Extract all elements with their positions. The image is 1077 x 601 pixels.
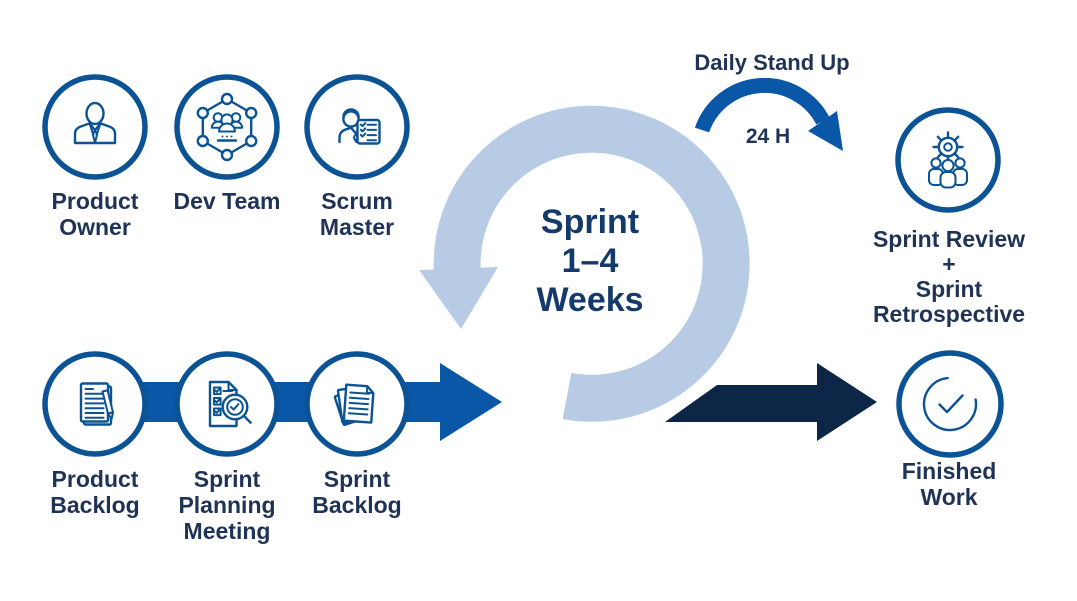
label-line: Daily Stand Up xyxy=(694,50,850,75)
label-line: Work xyxy=(920,484,978,510)
arc-arrowhead xyxy=(808,111,843,151)
sprint-review-node xyxy=(895,107,1001,213)
label-line: Sprint xyxy=(193,466,261,492)
label-line: + xyxy=(942,251,956,277)
checklist-magnifier-icon xyxy=(208,380,252,428)
sprint-backlog-node xyxy=(304,351,410,457)
gear-team-icon xyxy=(928,131,968,189)
sprint-planning-label: Sprint Planning Meeting xyxy=(178,466,275,544)
person-suit-icon xyxy=(73,101,117,145)
daily-standup-label: Daily Stand Up xyxy=(694,50,849,76)
label-line: Dev Team xyxy=(173,188,281,214)
label-line: Meeting xyxy=(183,518,271,544)
stacked-documents-icon xyxy=(333,383,375,427)
finished-work-label: Finished Work xyxy=(902,458,997,510)
sprint-loop-arrowhead xyxy=(419,267,498,329)
product-backlog-node xyxy=(42,351,148,457)
label-line: Finished xyxy=(901,458,997,484)
label-line: Scrum xyxy=(321,188,393,214)
label-line: Backlog xyxy=(50,492,140,518)
label-line: Sprint Review xyxy=(872,226,1026,252)
sprint-review-label: Sprint Review + Sprint Retrospective xyxy=(873,227,1025,327)
label-line: Sprint xyxy=(323,466,391,492)
product-owner-label: Product Owner xyxy=(52,188,139,240)
label-line: Product xyxy=(51,188,139,214)
label-line: Retrospective xyxy=(872,301,1026,327)
check-circle-icon xyxy=(922,376,978,432)
document-pencil-icon xyxy=(79,382,114,426)
product-backlog-label: Product Backlog xyxy=(50,466,139,518)
label-line: Weeks xyxy=(536,281,644,319)
label-line: Backlog xyxy=(312,492,402,518)
label-line: Product xyxy=(51,466,139,492)
clockwise-arc-arrow xyxy=(694,77,843,151)
dev-team-node xyxy=(174,74,280,180)
daily-standup-interval: 24 H xyxy=(746,124,790,150)
scrum-master-label: Scrum Master xyxy=(320,188,394,240)
product-owner-node xyxy=(42,74,148,180)
label-line: Master xyxy=(319,214,395,240)
label-line: Sprint xyxy=(915,276,983,302)
sprint-loop-arrow xyxy=(419,105,750,422)
finished-work-node xyxy=(896,350,1004,458)
finished-work-circle xyxy=(896,350,1004,458)
network-team-icon xyxy=(196,92,258,162)
label-line: 1–4 xyxy=(561,242,619,280)
product-owner-circle xyxy=(42,74,148,180)
flow-arrow xyxy=(95,363,502,441)
label-line: Planning xyxy=(178,492,276,518)
scrum-master-node xyxy=(304,74,410,180)
sprint-backlog-label: Sprint Backlog xyxy=(312,466,401,518)
dev-team-label: Dev Team xyxy=(174,188,281,214)
label-line: Owner xyxy=(59,214,131,240)
sprint-cycle-label: Sprint 1–4 Weeks xyxy=(536,203,643,320)
label-line: 24 H xyxy=(745,125,791,148)
person-checklist-icon xyxy=(338,108,381,145)
sprint-planning-node xyxy=(174,351,280,457)
handoff-arrow xyxy=(665,363,877,441)
label-line: Sprint xyxy=(540,203,640,241)
